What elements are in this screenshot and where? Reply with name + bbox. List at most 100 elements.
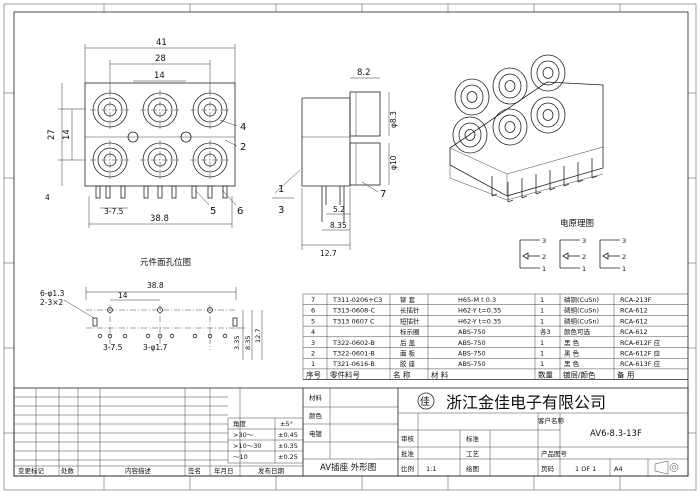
iso-jack-pin: [542, 109, 554, 121]
label-draw: 绘图: [466, 464, 479, 473]
hole-dim-h2: 8.35: [244, 336, 252, 350]
schematic-pin-label: 2: [542, 253, 546, 261]
pin-hole-mark: [97, 333, 103, 339]
bom-cell: 磷铜(CuSn): [564, 295, 599, 304]
label-sheet: 页码: [541, 465, 555, 473]
hole-mark: [207, 307, 213, 313]
bom-cell: 7: [311, 296, 315, 304]
bom-cell: ABS-750: [458, 360, 486, 368]
bom-header-cell: 备 用: [617, 369, 634, 379]
rev-sign: 签名: [188, 466, 201, 475]
pin-hole-mark: [207, 333, 213, 339]
bom-cell: ABS-750: [458, 328, 486, 336]
front-view: 41 28 14 27 14 4 38.8 3-7.5 4 2 5 6: [45, 38, 246, 228]
tol-r2b: ±0.35: [278, 442, 298, 450]
hole-dim-pitch-b: 3-φ1.7: [143, 343, 168, 352]
rev-pub-date: 发布日期: [258, 466, 285, 475]
tol-r3a: ～10: [233, 453, 248, 461]
tol-r2a: >10～30: [233, 442, 262, 450]
callout-5: 5: [210, 206, 216, 217]
side-dim-offset: 5.2: [333, 205, 345, 214]
bom-cell: 各3: [540, 327, 551, 336]
company-name: 浙江金佳电子有限公司: [446, 393, 606, 412]
side-dim-lower: φ10: [389, 155, 398, 170]
drawing-number: AV6-8.3-13F: [590, 429, 642, 439]
front-small-hole: [180, 131, 192, 143]
bom-cell: T321-0616-B: [332, 360, 375, 368]
schematic-arrow: [562, 252, 569, 260]
bom-cell: 2: [311, 350, 315, 358]
rev-date: 年月日: [214, 466, 234, 475]
bom-cell: 1: [540, 296, 544, 304]
label-material: 材料: [309, 393, 323, 402]
bom-cell: 黑 色: [564, 338, 580, 347]
iso-pin-foot: [491, 193, 498, 197]
bom-cell: 1: [540, 339, 544, 347]
bom-cell: 1: [311, 360, 315, 368]
hole-dim-width: 38.8: [147, 281, 164, 290]
bom-cell: 铆 套: [400, 295, 416, 304]
bom-cell: 1: [540, 307, 544, 315]
bom-cell: RCA-612: [620, 307, 648, 315]
iso-jack-pin: [504, 121, 516, 133]
bom-header-cell: 序号: [306, 369, 321, 379]
pin-hole-mark: [222, 333, 228, 339]
pin-hole-mark: [122, 333, 128, 339]
rev-qty: 处数: [61, 466, 75, 475]
bom-cell: H65-M t 0.3: [458, 296, 496, 304]
front-pin: [191, 185, 197, 199]
bom-header-cell: 名 称: [393, 369, 411, 379]
bom-cell: T322-0601-B: [332, 350, 375, 358]
label-customer: 客户名称: [538, 416, 565, 425]
iso-jack-outer: [492, 67, 528, 105]
bom-header-cell: 材 料: [431, 369, 449, 379]
dim-bottom-width: 38.8: [150, 214, 169, 224]
iso-jack-outer: [530, 96, 566, 134]
hole-dim-spacing: 14: [118, 291, 128, 300]
label-scale: 比例: [401, 464, 414, 473]
label-review: 审核: [401, 434, 415, 443]
size-value: A4: [614, 465, 623, 473]
label-drawing-no: 产品图号: [541, 449, 568, 458]
pin-hole-mark: [192, 333, 198, 339]
callout-3: 3: [278, 205, 284, 216]
dim-mid-width: 28: [155, 54, 166, 64]
bom-cell: 1: [540, 360, 544, 368]
iso-jack-pin: [464, 129, 476, 141]
slot-mark: [232, 317, 238, 327]
iso-pin-foot: [577, 179, 584, 183]
schematic-pin-label: 2: [622, 253, 626, 261]
iso-pin-foot: [563, 183, 570, 187]
bom-cell: RCA-612F 应: [620, 349, 661, 358]
schematic-arrow: [522, 252, 529, 260]
isometric-view: [449, 54, 604, 203]
projection-symbol-icon: [654, 460, 679, 475]
bom-cell: 1: [540, 350, 544, 358]
bom-cell: H62-Y t=0.35: [458, 307, 501, 315]
dim-overall-width: 41: [156, 38, 167, 48]
bom-header-cell: 零件料号: [330, 369, 360, 379]
iso-pin-foot: [521, 195, 528, 199]
bom-cell: 胶 座: [400, 359, 416, 368]
pin-hole-mark: [145, 333, 151, 339]
label-color: 颜色: [309, 411, 323, 420]
front-pin: [120, 185, 126, 199]
bom-cell: 黑 色: [564, 359, 580, 368]
bom-cell: 磷铜(CuSn): [564, 306, 599, 315]
rev-content: 内容描述: [125, 466, 152, 475]
bom-cell: H62-Y t=0.35: [458, 317, 501, 325]
bom-cell: T313 0607 C: [332, 317, 375, 325]
schematic-pin-label: 1: [622, 265, 626, 273]
hole-dim-pitch: 3-7.5: [103, 343, 123, 352]
bom-cell: 短插针: [400, 316, 420, 325]
bom-cell: ABS-750: [458, 339, 486, 347]
bom-cell: 1: [540, 317, 544, 325]
iso-pin-foot: [549, 187, 556, 191]
label-approve: 批准: [401, 449, 415, 458]
side-body-outline: [301, 97, 351, 187]
sheet-value: 1 OF 1: [575, 465, 596, 473]
iso-jack-outer: [454, 78, 490, 116]
